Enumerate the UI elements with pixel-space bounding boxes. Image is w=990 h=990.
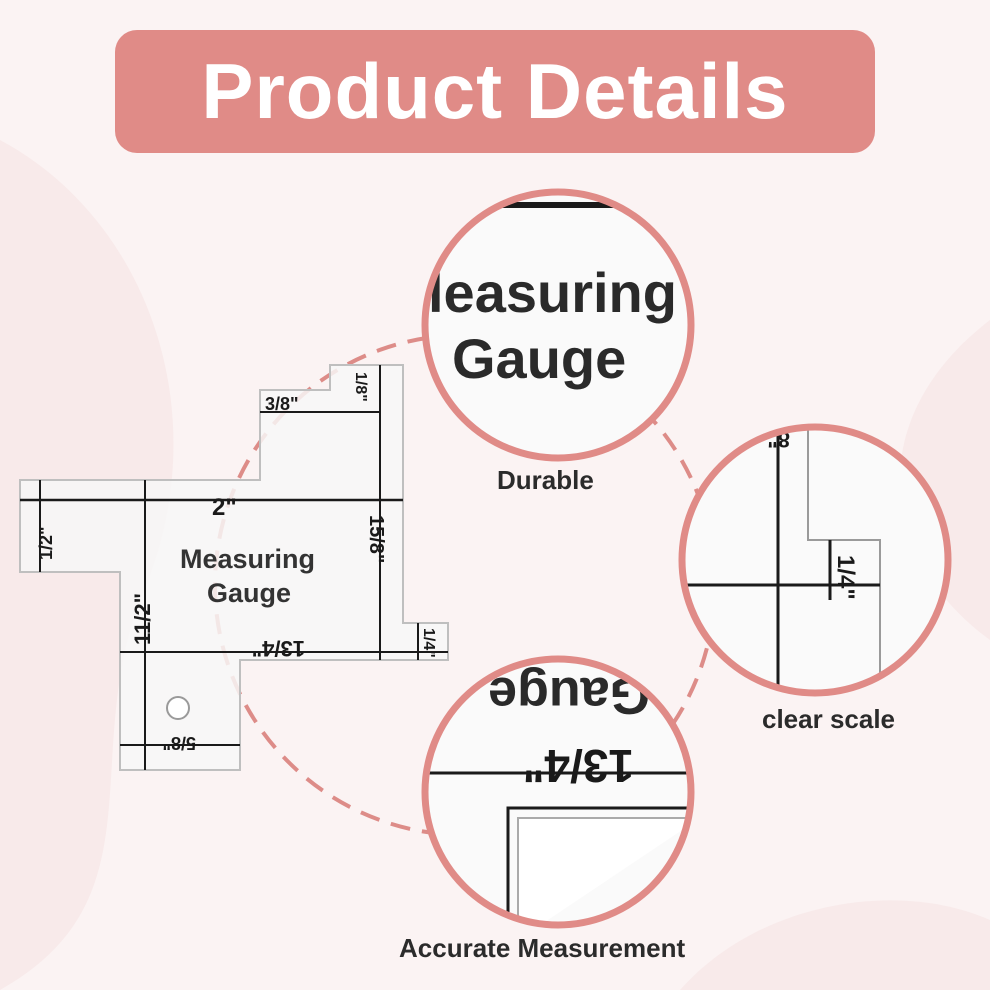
gauge-label-2in: 2" (212, 494, 237, 521)
caption-accurate-measurement: Accurate Measurement (399, 933, 686, 963)
gauge-label-three-eighths: 3/8" (265, 394, 299, 414)
caption-clear-scale: clear scale (762, 704, 896, 734)
gauge-label-quarter: 1/4" (420, 628, 437, 658)
measuring-gauge: 2" Measuring Gauge 1/2" 11/2" 15/8" 13/4… (19, 364, 449, 771)
gauge-label-half: 1/2" (36, 526, 56, 560)
zoom-durable: leasuring Gauge (421, 188, 695, 462)
gauge-name-line2: Gauge (207, 578, 291, 608)
header-banner: Product Details (115, 30, 875, 153)
gauge-label-one-eighth: 1/8" (352, 372, 369, 402)
caption-durable: Durable (497, 465, 594, 495)
zoom-durable-text-line1: leasuring (428, 261, 677, 324)
gauge-hole (166, 696, 190, 720)
gauge-label-one-and-three-quarters: 13/4" (252, 636, 305, 661)
gauge-label-one-and-five-eighths: 15/8" (365, 515, 387, 563)
gauge-name-line1: Measuring (180, 544, 315, 574)
zoom-accurate: Gauge 13/4" (421, 655, 695, 929)
gauge-label-five-eighths: 5/8" (162, 733, 196, 753)
gauge-label-one-and-half: 11/2" (130, 593, 155, 645)
zoom-clear-mark-side: 1/4" (832, 555, 859, 600)
zoom-clear-scale: 8" 1/4" (678, 423, 952, 697)
page-title: Product Details (201, 47, 789, 135)
gauge-outline (19, 364, 449, 771)
zoom-accurate-mark-main: 13/4" (523, 740, 634, 792)
zoom-durable-text-line2: Gauge (452, 327, 626, 390)
